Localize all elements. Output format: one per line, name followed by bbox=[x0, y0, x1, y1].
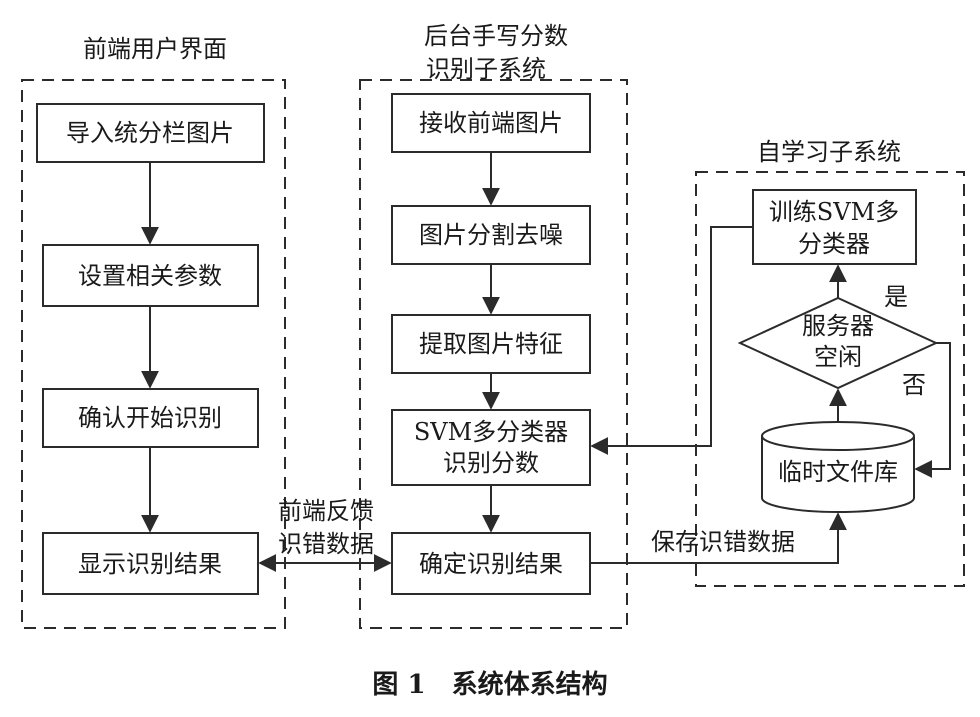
train-svm-label-line2: 分类器 bbox=[798, 230, 870, 258]
figure-caption: 图 1 系统体系结构 bbox=[372, 669, 607, 700]
selflearn-panel-title: 自学习子系统 bbox=[757, 138, 901, 166]
arrow-decision-no-to-database bbox=[914, 342, 951, 478]
database-label: 临时文件库 bbox=[778, 458, 898, 486]
train-svm-box bbox=[752, 189, 917, 265]
frontend-panel-title: 前端用户界面 bbox=[83, 35, 227, 63]
show-result-box bbox=[42, 532, 259, 595]
backend-panel-title-line2: 识别子系统 bbox=[426, 55, 546, 83]
svm-classify-label-line2: 识别分数 bbox=[443, 449, 539, 477]
feedback-label-line2: 识错数据 bbox=[278, 530, 374, 558]
import-image-box bbox=[36, 103, 265, 163]
backend-panel-title-line1: 后台手写分数 bbox=[424, 22, 568, 50]
arrow-train-to-classifier bbox=[590, 226, 753, 455]
confirm-start-box bbox=[42, 388, 259, 448]
set-params-label: 设置相关参数 bbox=[78, 262, 222, 290]
extract-features-box bbox=[391, 314, 591, 374]
feedback-label-line1: 前端反馈 bbox=[278, 497, 374, 525]
segment-denoise-label: 图片分割去噪 bbox=[419, 221, 563, 249]
frontend-panel bbox=[21, 79, 286, 629]
extract-features-label: 提取图片特征 bbox=[419, 330, 563, 358]
receive-image-label: 接收前端图片 bbox=[419, 109, 563, 137]
confirm-result-label: 确定识别结果 bbox=[419, 550, 563, 578]
import-image-label: 导入统分栏图片 bbox=[66, 119, 234, 147]
confirm-result-box bbox=[391, 532, 591, 595]
confirm-start-label: 确认开始识别 bbox=[78, 404, 222, 432]
no-label: 否 bbox=[902, 371, 926, 399]
svm-classify-label-line1: SVM多分类器 bbox=[414, 418, 568, 446]
decision-label-line1: 服务器 bbox=[802, 312, 874, 340]
decision-label-line2: 空闲 bbox=[814, 343, 862, 371]
arrow-save-to-database bbox=[590, 512, 847, 564]
yes-label: 是 bbox=[884, 283, 908, 311]
temp-file-database bbox=[761, 421, 915, 513]
backend-panel bbox=[359, 79, 628, 629]
train-svm-label-line1: 训练SVM多 bbox=[769, 198, 899, 226]
server-idle-decision bbox=[737, 296, 939, 390]
save-error-data-label: 保存识错数据 bbox=[651, 528, 795, 556]
svm-classify-box bbox=[391, 409, 591, 486]
show-result-label: 显示识别结果 bbox=[78, 550, 222, 578]
